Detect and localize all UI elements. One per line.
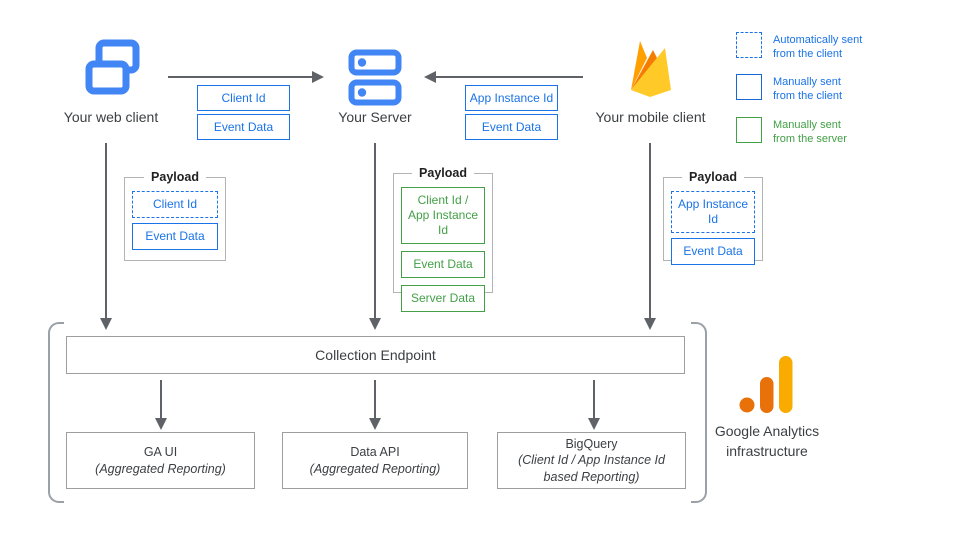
mobile-client-label: Your mobile client bbox=[595, 109, 706, 125]
legend-label: Manually sent from the server bbox=[773, 119, 847, 146]
server-icon bbox=[348, 49, 402, 106]
ga-ui-box: GA UI (Aggregated Reporting) bbox=[66, 432, 255, 489]
payload-item-server-data: Server Data bbox=[401, 285, 485, 312]
legend-swatch-solid-blue bbox=[736, 74, 762, 100]
payload-item-client-id-app-instance-id: Client Id / App Instance Id bbox=[401, 187, 485, 244]
legend-item-auto-client: Automatically sent from the client bbox=[736, 32, 926, 62]
payload-title: Payload bbox=[682, 170, 744, 184]
payload-item-event-data: Event Data bbox=[132, 223, 218, 250]
data-api-box: Data API (Aggregated Reporting) bbox=[282, 432, 468, 489]
infrastructure-bracket-left bbox=[48, 322, 64, 503]
payload-title: Payload bbox=[144, 170, 206, 184]
legend-label: Automatically sent from the client bbox=[773, 34, 863, 61]
payload-item-app-instance-id: App Instance Id bbox=[671, 191, 755, 233]
flow-arrows bbox=[100, 71, 656, 430]
data-api-title: Data API bbox=[350, 445, 400, 460]
infrastructure-bracket-right bbox=[691, 322, 707, 503]
tag-event-data: Event Data bbox=[465, 114, 558, 140]
legend-item-manual-client: Manually sent from the client bbox=[736, 74, 926, 104]
legend-swatch-solid-green bbox=[736, 117, 762, 143]
data-api-subtitle: (Aggregated Reporting) bbox=[309, 461, 441, 476]
infrastructure-caption: Google Analytics infrastructure bbox=[714, 423, 820, 459]
legend-swatch-dashed-blue bbox=[736, 32, 762, 58]
google-analytics-icon bbox=[739, 356, 793, 413]
payload-item-client-id: Client Id bbox=[132, 191, 218, 218]
collection-endpoint-box: Collection Endpoint bbox=[66, 336, 685, 374]
payload-item-event-data: Event Data bbox=[671, 238, 755, 265]
ga-ui-subtitle: (Aggregated Reporting) bbox=[95, 461, 226, 476]
server-label: Your Server bbox=[338, 109, 412, 125]
mobile-to-server-tags: App Instance Id Event Data bbox=[465, 85, 558, 140]
ga-ui-title: GA UI bbox=[143, 445, 178, 460]
web-client-label: Your web client bbox=[63, 109, 159, 125]
bigquery-box: BigQuery (Client Id / App Instance Id ba… bbox=[497, 432, 686, 489]
legend-item-manual-server: Manually sent from the server bbox=[736, 117, 926, 147]
web-client-icon bbox=[85, 39, 140, 95]
web-to-server-tags: Client Id Event Data bbox=[197, 85, 290, 140]
tag-app-instance-id: App Instance Id bbox=[465, 85, 558, 111]
web-payload-box: Payload Client Id Event Data bbox=[124, 170, 226, 261]
firebase-icon bbox=[631, 41, 671, 97]
server-payload-box: Payload Client Id / App Instance Id Even… bbox=[393, 166, 493, 312]
tag-event-data: Event Data bbox=[197, 114, 290, 140]
tag-client-id: Client Id bbox=[197, 85, 290, 111]
mobile-payload-box: Payload App Instance Id Event Data bbox=[663, 170, 763, 265]
legend-label: Manually sent from the client bbox=[773, 76, 843, 103]
bigquery-title: BigQuery bbox=[565, 437, 618, 452]
payload-title: Payload bbox=[412, 166, 474, 180]
bigquery-subtitle: (Client Id / App Instance Id based Repor… bbox=[518, 453, 665, 484]
payload-item-event-data: Event Data bbox=[401, 251, 485, 278]
